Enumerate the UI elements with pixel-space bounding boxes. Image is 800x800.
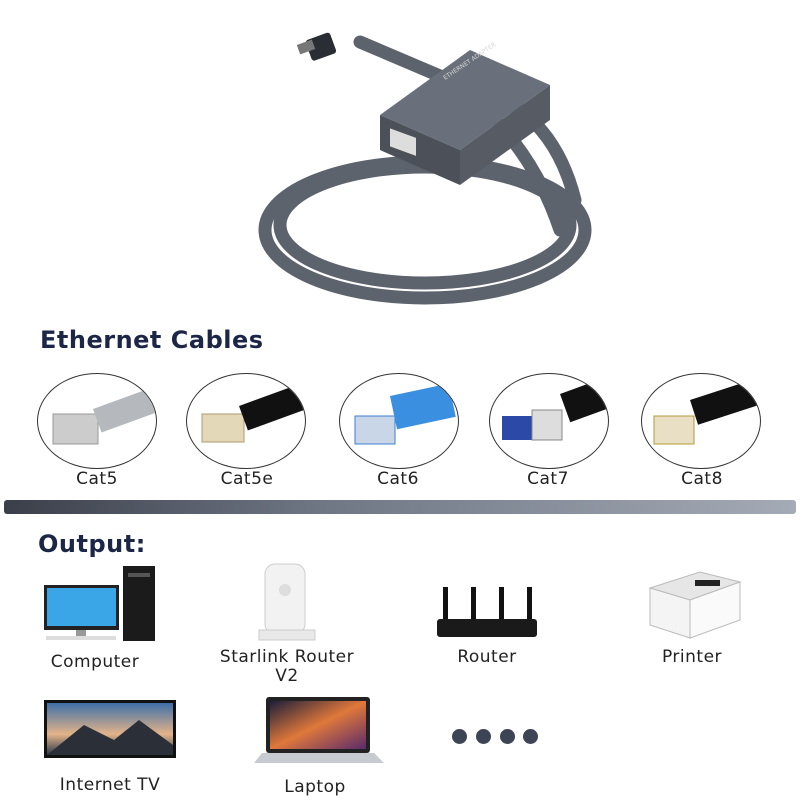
tv-icon	[44, 700, 176, 758]
router-icon	[437, 587, 537, 637]
cable-label-cat5e: Cat5e	[220, 469, 274, 489]
output-label-starlink-router: Starlink Router V2	[219, 647, 355, 686]
ethernet-adapter-product-image: ETHERNET ADAPTER	[258, 32, 592, 305]
starlink-router-icon	[258, 563, 316, 641]
output-label-computer: Computer	[50, 652, 140, 672]
printer-icon	[648, 571, 742, 639]
cables-section-title: Ethernet Cables	[40, 326, 264, 354]
output-label-router: Router	[457, 647, 517, 667]
cable-label-cat5: Cat5	[76, 469, 118, 489]
rj45-connector-gold-black-icon	[653, 378, 760, 445]
output-label-printer: Printer	[661, 647, 723, 667]
output-label-internet-tv: Internet TV	[59, 775, 161, 795]
cable-label-cat8: Cat8	[681, 469, 723, 489]
cable-cat5e	[186, 373, 306, 469]
cable-cat8	[641, 373, 761, 469]
rj45-connector-black-icon	[201, 383, 305, 443]
more-dot	[476, 729, 491, 744]
rj45-connector-gray-icon	[52, 388, 156, 445]
cable-cat7	[489, 373, 609, 469]
more-dot	[500, 729, 515, 744]
cable-label-cat6: Cat6	[377, 469, 419, 489]
laptop-icon	[254, 697, 384, 763]
more-dot	[452, 729, 467, 744]
output-label-laptop: Laptop	[284, 777, 346, 797]
section-divider	[4, 500, 796, 514]
desktop-computer-icon	[44, 566, 155, 641]
output-section-title: Output:	[38, 530, 146, 558]
cable-cat6	[339, 373, 459, 469]
more-dot	[523, 729, 538, 744]
cable-label-cat7: Cat7	[527, 469, 569, 489]
rj45-connector-shielded-black-icon	[502, 378, 608, 441]
rj45-connector-blue-icon	[354, 383, 456, 445]
cable-cat5	[37, 373, 157, 469]
